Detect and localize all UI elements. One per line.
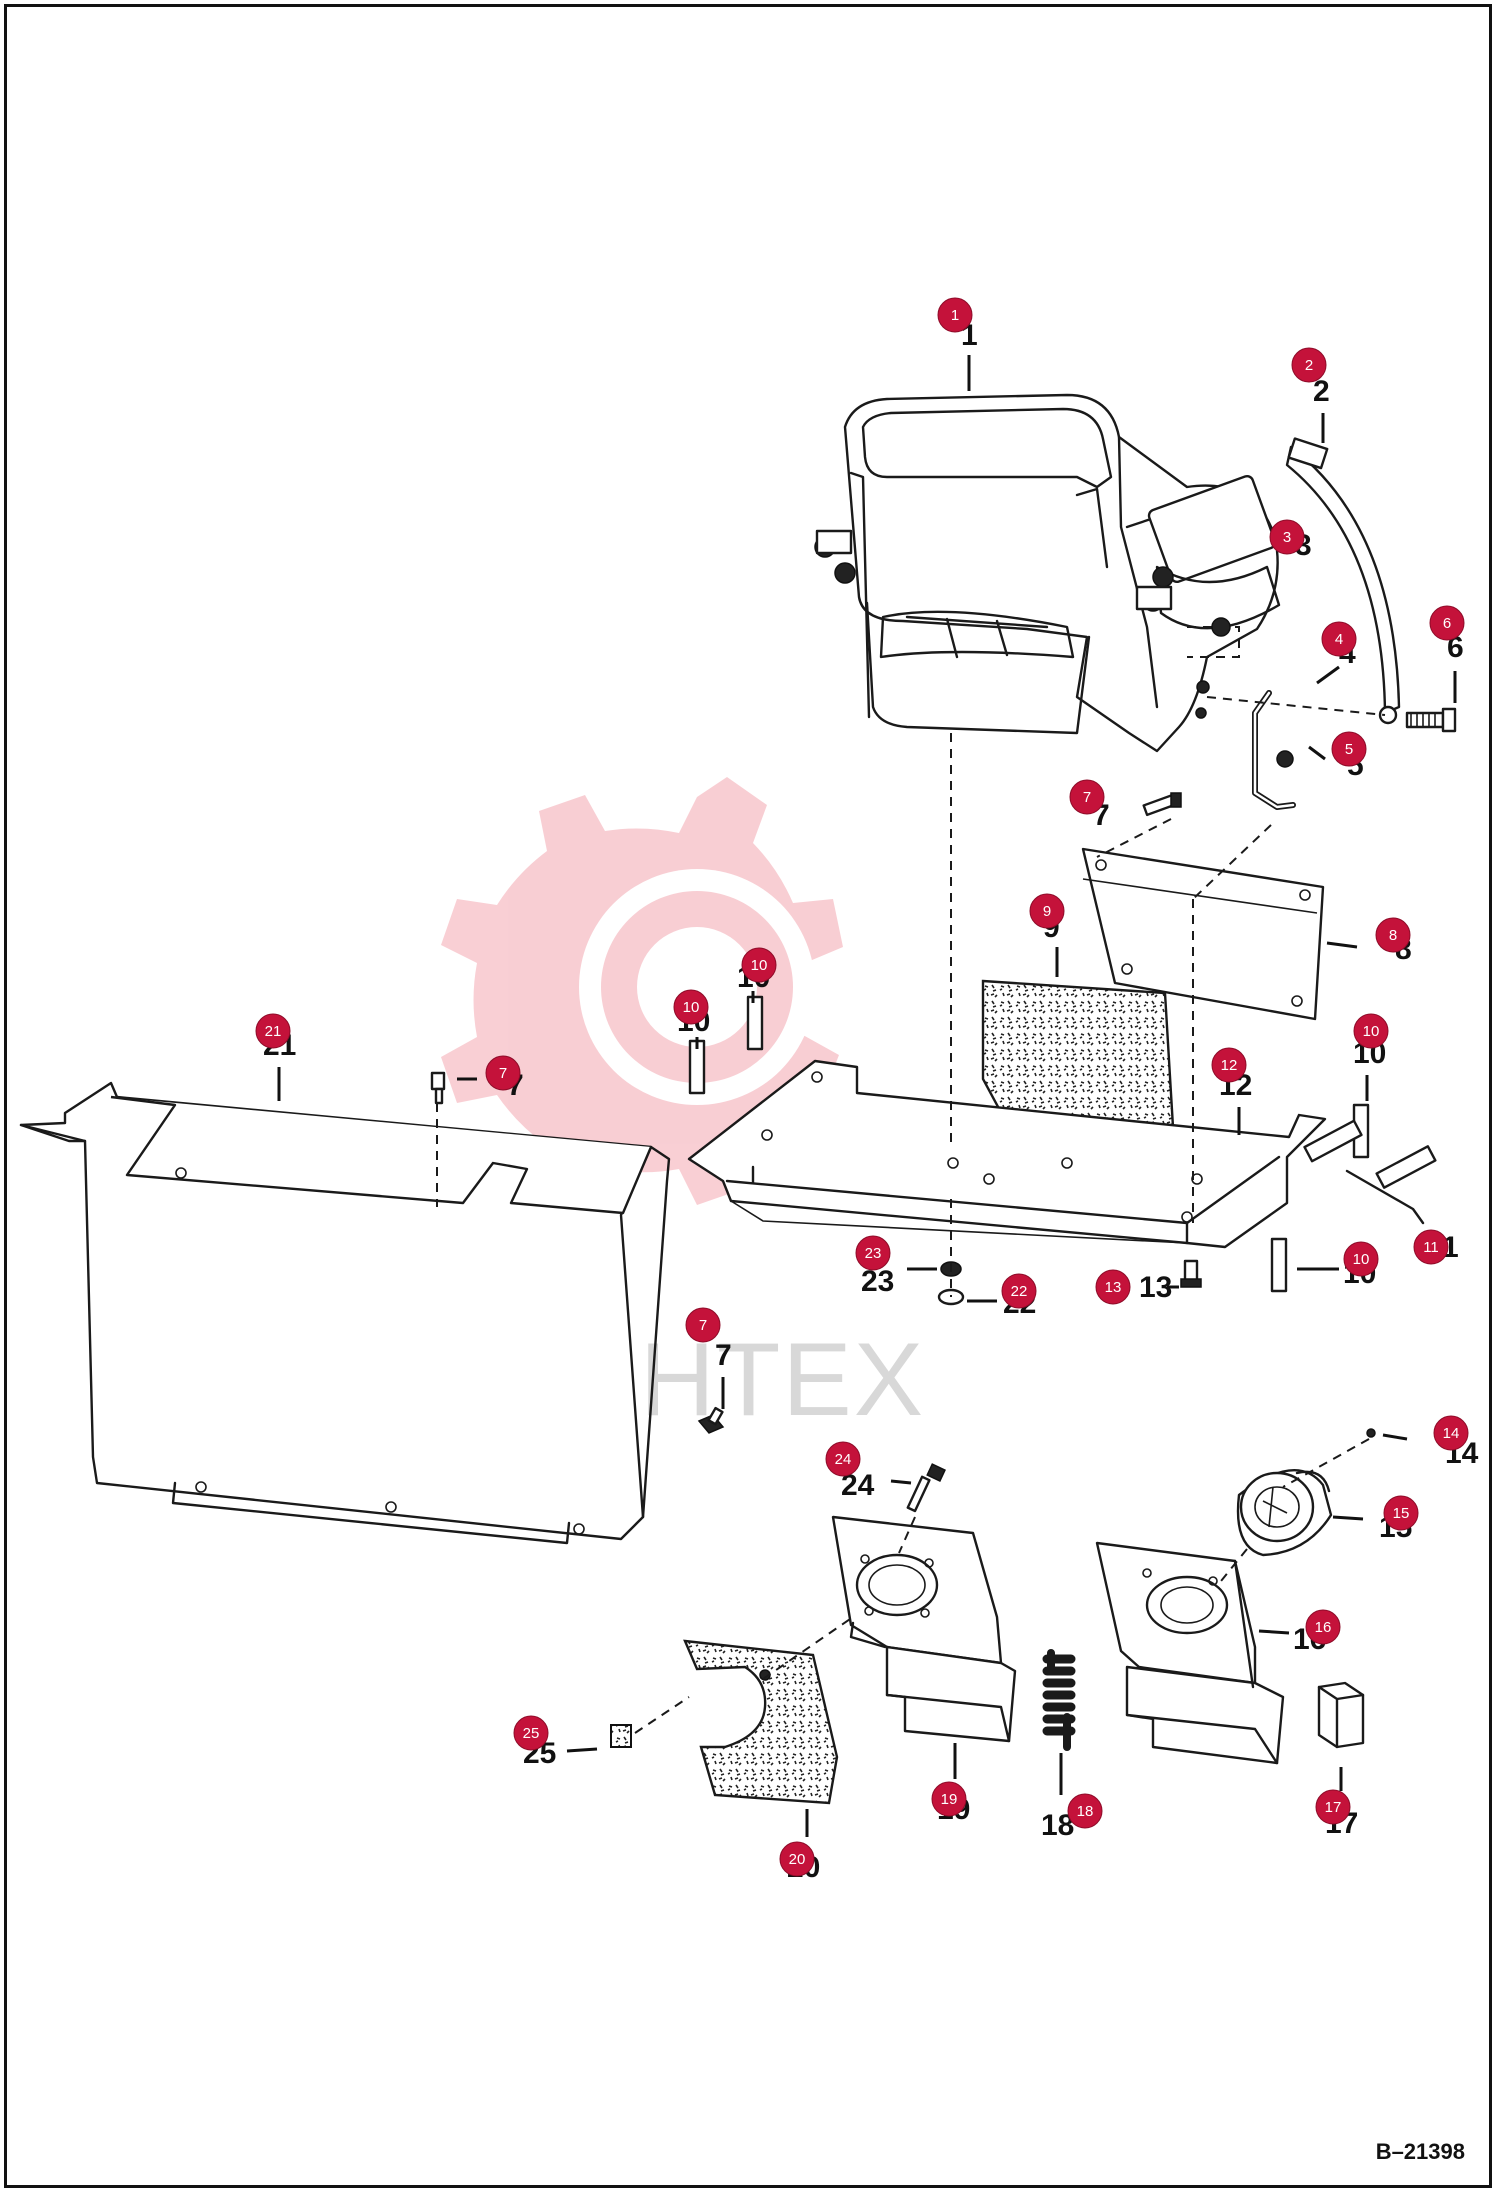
callout-4: 4 bbox=[1321, 621, 1357, 657]
callout-17: 17 bbox=[1315, 1789, 1351, 1825]
svg-text:5: 5 bbox=[1345, 741, 1353, 758]
knob-bracket-line bbox=[1187, 626, 1240, 658]
callout-22: 22 bbox=[1001, 1273, 1037, 1309]
svg-text:17: 17 bbox=[1325, 1799, 1342, 1816]
callout-7b: 7 bbox=[485, 1055, 521, 1091]
bolt-part-24 bbox=[906, 1463, 946, 1513]
svg-text:6: 6 bbox=[1443, 615, 1451, 632]
spacer-part-11a bbox=[1303, 1119, 1363, 1163]
spring-part bbox=[1042, 1649, 1076, 1751]
bolt-part-7b bbox=[430, 1071, 446, 1105]
svg-text:23: 23 bbox=[865, 1245, 882, 1262]
mount-plate-part bbox=[1081, 847, 1325, 1021]
svg-text:21: 21 bbox=[265, 1023, 282, 1040]
callout-6: 6 bbox=[1429, 605, 1465, 641]
seat-part bbox=[814, 393, 1281, 753]
svg-text:10: 10 bbox=[683, 999, 700, 1016]
callout-7a: 7 bbox=[1069, 779, 1105, 815]
num-7c: 7 bbox=[715, 1339, 732, 1372]
bolt-part-7a bbox=[1142, 792, 1182, 817]
num-13: 13 bbox=[1139, 1271, 1172, 1304]
svg-text:7: 7 bbox=[699, 1317, 707, 1334]
callout-15: 15 bbox=[1383, 1495, 1419, 1531]
callout-10d: 10 bbox=[1343, 1241, 1379, 1277]
callout-21: 21 bbox=[255, 1013, 291, 1049]
right-bracket-part bbox=[1095, 1541, 1285, 1765]
svg-text:8: 8 bbox=[1389, 927, 1397, 944]
num-23: 23 bbox=[861, 1265, 894, 1298]
assembly-lines bbox=[436, 733, 1370, 1734]
block-part bbox=[1317, 1681, 1365, 1749]
callout-3: 3 bbox=[1269, 519, 1305, 555]
callout-7c: 7 bbox=[685, 1307, 721, 1343]
svg-text:25: 25 bbox=[523, 1725, 540, 1742]
svg-text:7: 7 bbox=[499, 1065, 507, 1082]
seat-pan-part bbox=[687, 1059, 1327, 1249]
rear-panel-part bbox=[19, 1081, 671, 1545]
callout-1: 1 bbox=[937, 297, 973, 333]
svg-text:13: 13 bbox=[1105, 1279, 1122, 1296]
exploded-parts-diagram: ИНТЕХ bbox=[19, 297, 1479, 1884]
svg-text:10: 10 bbox=[1353, 1251, 1370, 1268]
svg-text:10: 10 bbox=[751, 957, 768, 974]
callout-24: 24 bbox=[825, 1441, 861, 1477]
nut-part bbox=[1276, 750, 1294, 768]
svg-text:14: 14 bbox=[1443, 1425, 1460, 1442]
callout-16: 16 bbox=[1305, 1609, 1341, 1645]
leader-lines bbox=[277, 355, 1457, 1837]
drawing-number: B–21398 bbox=[1375, 2139, 1465, 2164]
svg-text:11: 11 bbox=[1423, 1239, 1439, 1256]
gauge-part bbox=[1236, 1469, 1333, 1557]
svg-text:16: 16 bbox=[1315, 1619, 1332, 1636]
svg-text:1: 1 bbox=[951, 307, 959, 324]
bolt-part-13 bbox=[1180, 1259, 1202, 1288]
svg-text:15: 15 bbox=[1393, 1505, 1410, 1522]
svg-text:4: 4 bbox=[1335, 631, 1343, 648]
svg-text:20: 20 bbox=[789, 1851, 806, 1868]
screw-part-14 bbox=[1366, 1428, 1376, 1438]
svg-text:9: 9 bbox=[1043, 903, 1051, 920]
spacer-part-11b bbox=[1375, 1145, 1437, 1189]
callout-19: 19 bbox=[931, 1781, 967, 1817]
callout-13: 13 bbox=[1095, 1269, 1131, 1305]
callout-8: 8 bbox=[1375, 917, 1411, 953]
callout-5: 5 bbox=[1331, 731, 1367, 767]
callout-11: 11 bbox=[1413, 1229, 1449, 1265]
callout-12: 12 bbox=[1211, 1047, 1247, 1083]
spacer-part-10d bbox=[1270, 1237, 1288, 1293]
callout-23: 23 bbox=[855, 1235, 891, 1271]
left-bracket-part bbox=[831, 1515, 1017, 1743]
svg-text:2: 2 bbox=[1305, 357, 1313, 374]
svg-text:7: 7 bbox=[1083, 789, 1091, 806]
callout-20: 20 bbox=[779, 1841, 815, 1877]
svg-text:10: 10 bbox=[1363, 1023, 1380, 1040]
foam-gasket-part bbox=[683, 1639, 839, 1805]
svg-text:24: 24 bbox=[835, 1451, 852, 1468]
grommet-part bbox=[610, 1724, 632, 1748]
callout-18: 18 bbox=[1067, 1793, 1103, 1829]
drawing-frame: ИНТЕХ bbox=[4, 4, 1492, 2188]
callout-10a: 10 bbox=[741, 947, 777, 983]
callout-bubbles: 1 2 3 4 5 6 7 7 7 8 9 10 10 10 10 11 12 … bbox=[255, 297, 1469, 1877]
svg-text:12: 12 bbox=[1221, 1057, 1238, 1074]
num-2: 2 bbox=[1313, 375, 1330, 408]
callout-2: 2 bbox=[1291, 347, 1327, 383]
svg-text:19: 19 bbox=[941, 1791, 958, 1808]
svg-text:3: 3 bbox=[1283, 529, 1291, 546]
rod-guide-line bbox=[1206, 696, 1386, 716]
callout-9: 9 bbox=[1029, 893, 1065, 929]
spacer-part-10a bbox=[746, 995, 764, 1051]
bolt-part-7c bbox=[697, 1406, 725, 1434]
svg-text:18: 18 bbox=[1077, 1803, 1094, 1820]
callout-10c: 10 bbox=[1353, 1013, 1389, 1049]
rod-part bbox=[1252, 690, 1296, 810]
callout-10b: 10 bbox=[673, 989, 709, 1025]
svg-text:22: 22 bbox=[1011, 1283, 1028, 1300]
bolt-part-6 bbox=[1405, 707, 1457, 733]
callout-25: 25 bbox=[513, 1715, 549, 1751]
callout-14: 14 bbox=[1433, 1415, 1469, 1451]
strap-part bbox=[1285, 437, 1401, 725]
